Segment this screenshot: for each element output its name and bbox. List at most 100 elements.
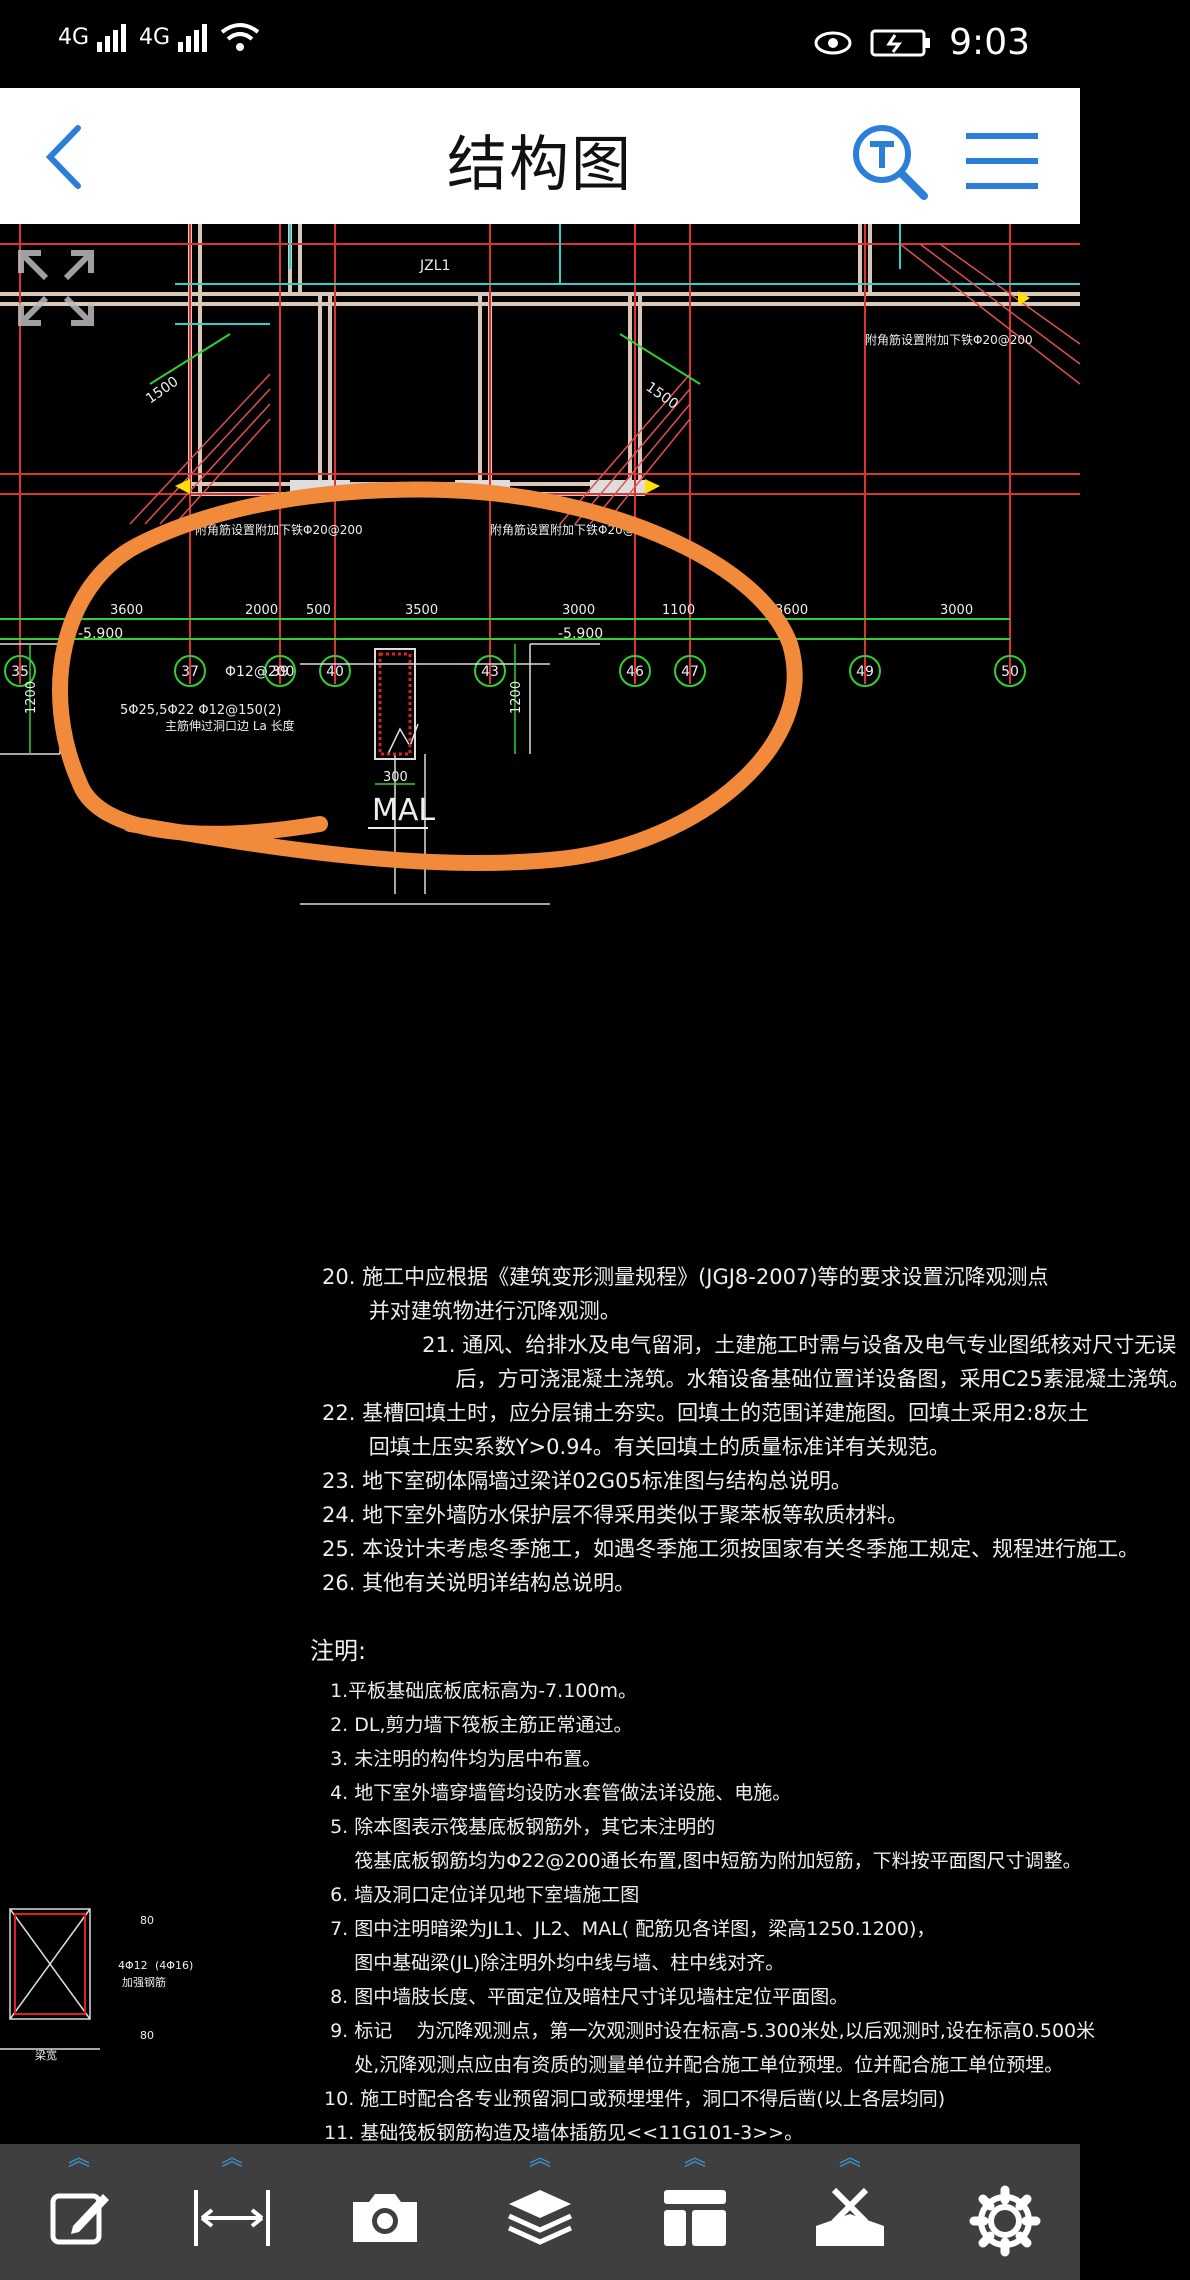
- beam-label: JZL1: [419, 258, 450, 274]
- axis-bubble: [474, 655, 506, 687]
- battery-icon: [870, 29, 931, 56]
- note-line: 1.平板基础底板底标高为-7.100m。: [318, 1680, 637, 1702]
- beam-section: [374, 648, 416, 760]
- note-line: 7. 图中注明暗梁为JL1、JL2、MAL( 配筋见各详图，梁高1250.120…: [318, 1918, 936, 1940]
- layers-button[interactable]: ︽: [475, 2144, 605, 2280]
- note-line: 23. 地下室砌体隔墙过梁详02G05标准图与结构总说明。: [322, 1469, 852, 1493]
- status-right: 9:03: [813, 22, 1030, 63]
- note-line: 20. 施工中应根据《建筑变形测量规程》(JGJ8-2007)等的要求设置沉降观…: [322, 1265, 1049, 1289]
- settings-icon: [969, 2185, 1041, 2257]
- layout-button[interactable]: ︽: [630, 2144, 760, 2280]
- fullscreen-icon[interactable]: [16, 248, 96, 328]
- axis-bubble: [849, 655, 881, 687]
- axis-label: 39: [271, 664, 289, 680]
- axis-label: 43: [481, 664, 499, 680]
- network-label-2: 4G: [139, 24, 171, 50]
- annotate-button[interactable]: ︽: [14, 2144, 144, 2280]
- dimension-lines: [0, 333, 1010, 640]
- notes-block-2: 1.平板基础底板底标高为-7.100m。 2. DL,剪力墙下筏板主筋正常通过。…: [318, 1674, 1095, 2150]
- axis-label: 47: [681, 664, 699, 680]
- note-line: 6. 墙及洞口定位详见地下室墙施工图: [318, 1884, 640, 1906]
- notes-block-1: 20. 施工中应根据《建筑变形测量规程》(JGJ8-2007)等的要求设置沉降观…: [322, 1260, 1190, 1600]
- hatch: [129, 243, 1081, 525]
- signal-icon: [178, 24, 208, 52]
- dimension-text: 3500: [405, 603, 438, 618]
- cad-drawing: JZL1 附角筋设置附加下铁Φ20@200 附角筋设置附加下铁Φ20@200 附…: [0, 224, 1081, 2062]
- detail-label: (4Φ16): [155, 1959, 193, 1972]
- leader-note-3: 附角筋设置附加下铁Φ20@200: [865, 332, 1033, 347]
- dimension-text: 2000: [245, 603, 278, 618]
- note-line: 5. 除本图表示筏基底板钢筋外，其它未注明的: [318, 1816, 716, 1838]
- note-line: 22. 基槽回填土时，应分层铺土夯实。回填土的范围详建施图。回填土采用2:8灰土: [322, 1401, 1089, 1425]
- signal-icon: [97, 24, 127, 52]
- note-line: 24. 地下室外墙防水保护层不得采用类似于聚苯板等软质材料。: [322, 1503, 909, 1527]
- back-icon[interactable]: [34, 122, 104, 192]
- measure-button[interactable]: ︽: [167, 2144, 297, 2280]
- tools-button[interactable]: ︽: [785, 2144, 915, 2280]
- drawing-canvas[interactable]: JZL1 附角筋设置附加下铁Φ20@200 附角筋设置附加下铁Φ20@200 附…: [0, 224, 1190, 2144]
- axis-label: 40: [326, 664, 344, 680]
- note-line: 8. 图中墙肢长度、平面定位及暗柱尺寸详见墙柱定位平面图。: [318, 1986, 849, 2008]
- axis-bubble: [174, 655, 206, 687]
- page-title: 结构图: [447, 130, 633, 200]
- section-height-left: 1200: [24, 681, 39, 714]
- chevron-up-icon: ︽: [220, 2146, 244, 2171]
- section-markers: [175, 291, 1030, 494]
- note-line: 回填土压实系数Y>0.94。有关回填土的质量标准详有关规范。: [322, 1435, 950, 1459]
- leader-note-1: 附角筋设置附加下铁Φ20@200: [195, 522, 363, 537]
- bottom-toolbar: ︽ ︽ ︽ ︽ ︽: [0, 2144, 1080, 2280]
- floor-plan: [0, 224, 1080, 496]
- axis-bubble: [4, 655, 36, 687]
- camera-button[interactable]: [320, 2144, 450, 2280]
- axis-label: 50: [1001, 664, 1019, 680]
- signal-group: 4G 4G: [58, 22, 260, 52]
- layout-icon: [664, 2190, 726, 2246]
- chevron-up-icon: ︽: [683, 2146, 707, 2171]
- detail-label: 梁宽: [35, 2048, 57, 2062]
- note-line: 3. 未注明的构件均为居中布置。: [318, 1748, 602, 1770]
- note-line: 图中基础梁(JL)除注明外均中线与墙、柱中线对齐。: [318, 1952, 785, 1974]
- dimension-text: 1100: [662, 603, 695, 618]
- status-bar: 4G 4G 9:03: [0, 0, 1080, 88]
- tools-icon: [816, 2187, 884, 2246]
- section-width: 300: [383, 770, 408, 785]
- diag-dim-right: 1500: [643, 379, 681, 413]
- text-search-icon[interactable]: [850, 122, 930, 202]
- measure-icon: [194, 2190, 270, 2246]
- axis-label: 49: [856, 664, 874, 680]
- status-time: 9:03: [949, 22, 1030, 63]
- chevron-up-icon: ︽: [528, 2146, 552, 2171]
- settings-button[interactable]: [940, 2144, 1070, 2280]
- rebar-label-3: 主筋伸过洞口边 La 长度: [165, 718, 295, 733]
- cyan-lines: [175, 224, 1080, 325]
- elev-right: -5.900: [558, 626, 603, 642]
- dimension-text: 3600: [110, 603, 143, 618]
- note-line: 10. 施工时配合各专业预留洞口或预埋埋件，洞口不得后凿(以上各层均同): [318, 2088, 946, 2110]
- note-line: 25. 本设计未考虑冬季施工，如遇冬季施工须按国家有关冬季施工规定、规程进行施工…: [322, 1537, 1140, 1561]
- axis-bubble: [264, 655, 296, 687]
- dimension-text: 3600: [775, 603, 808, 618]
- small-detail: [0, 1908, 100, 2050]
- menu-icon[interactable]: [962, 128, 1042, 194]
- detail-label: 80: [140, 1914, 154, 1927]
- section-detail: [0, 643, 600, 905]
- axis-bubble: [319, 655, 351, 687]
- axis-label: 46: [626, 664, 644, 680]
- rebar-label-1: Φ12@200: [225, 664, 295, 680]
- note-line: 4. 地下室外墙穿墙管均设防水套管做法详设施、电施。: [318, 1782, 792, 1804]
- detail-label: 4Φ12: [118, 1959, 148, 1972]
- app-header: 结构图: [0, 88, 1080, 225]
- camera-icon: [353, 2194, 417, 2242]
- chevron-up-icon: ︽: [838, 2146, 862, 2171]
- note-line: 并对建筑物进行沉降观测。: [322, 1299, 621, 1323]
- note-line: 21. 通风、给排水及电气留洞，土建施工时需与设备及电气专业图纸核对尺寸无误: [322, 1333, 1177, 1357]
- axis-label: 37: [181, 664, 199, 680]
- note-line: 26. 其他有关说明详结构总说明。: [322, 1571, 636, 1595]
- dimension-text: 3000: [940, 603, 973, 618]
- rebar-cage: [378, 652, 412, 756]
- axis-bubble: [674, 655, 706, 687]
- wifi-icon: [220, 23, 260, 51]
- dimension-text: 500: [306, 603, 331, 618]
